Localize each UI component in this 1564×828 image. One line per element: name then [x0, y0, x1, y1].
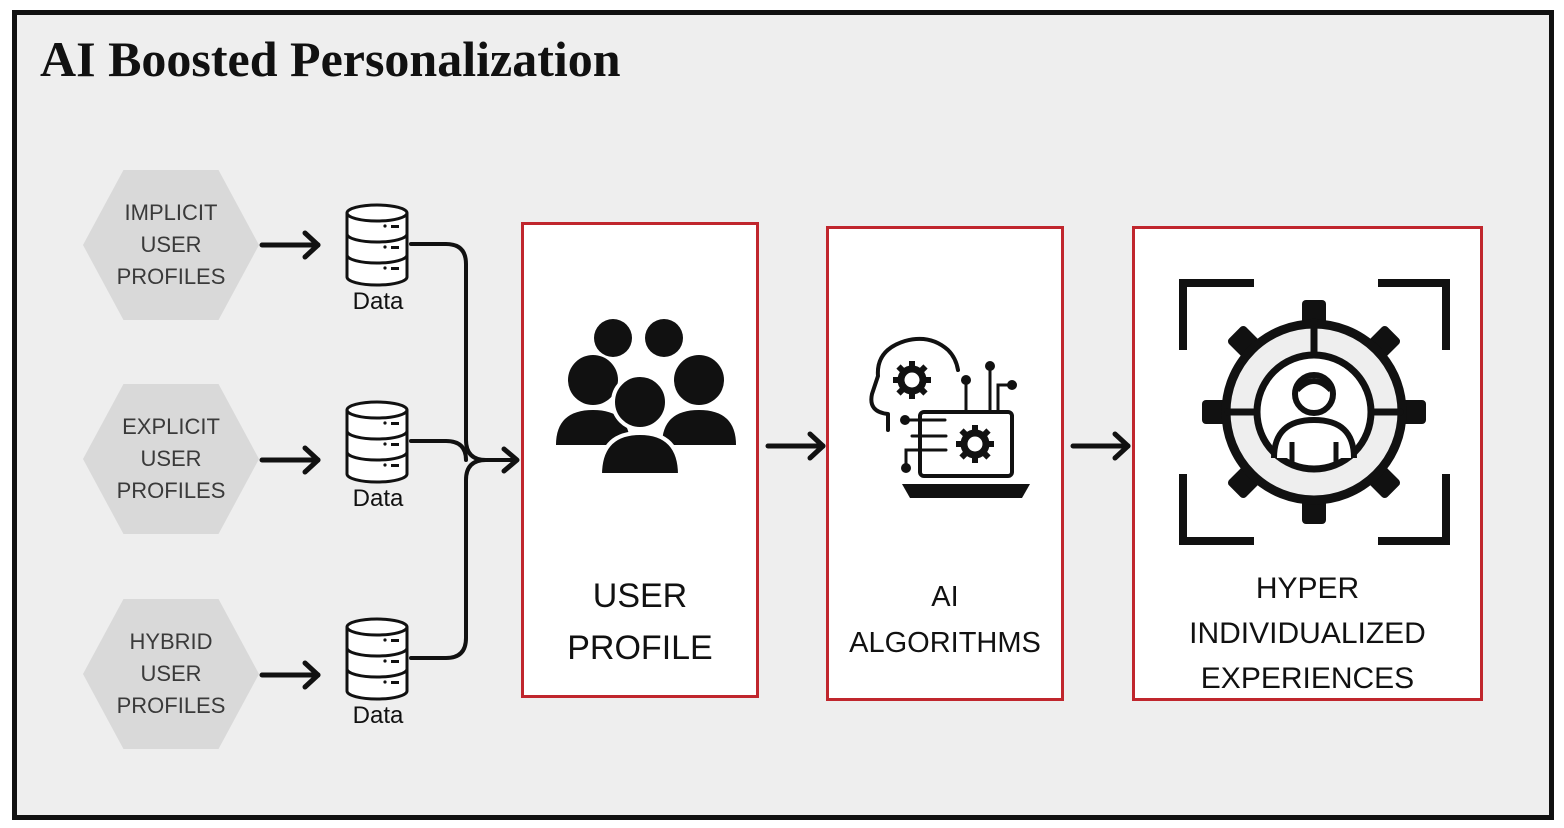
source-hexagon-explicit: EXPLICIT USER PROFILES: [83, 384, 259, 534]
source-label-line: USER: [140, 446, 202, 471]
stage-label-user-profile: USER PROFILE: [524, 570, 756, 674]
source-label-line: PROFILES: [116, 478, 226, 503]
target-person-gear-icon: [1179, 279, 1450, 545]
source-label-line: EXPLICIT: [122, 414, 220, 439]
source-label-line: IMPLICIT: [124, 200, 218, 225]
database-icon: [345, 617, 409, 701]
stage-label-line: PROFILE: [567, 629, 713, 667]
arrow-icon: [765, 431, 826, 461]
arrow-icon: [259, 230, 321, 260]
database-icon: [345, 203, 409, 287]
arrow-icon: [1070, 431, 1131, 461]
stage-label-hyper-individualized: HYPER INDIVIDUALIZED EXPERIENCES: [1135, 566, 1480, 701]
diagram-title: AI Boosted Personalization: [40, 31, 621, 87]
ai-head-laptop-icon: [869, 336, 1030, 498]
people-group-icon: [556, 319, 736, 477]
source-label-line: PROFILES: [116, 693, 226, 718]
source-label-line: PROFILES: [116, 264, 226, 289]
merge-connector: [409, 242, 520, 660]
arrow-icon: [259, 660, 321, 690]
stage-label-line: HYPER: [1255, 572, 1360, 605]
stage-label-line: AI: [931, 581, 959, 613]
source-label-line: HYBRID: [129, 629, 213, 654]
stage-label-line: ALGORITHMS: [849, 627, 1041, 659]
arrow-icon: [259, 445, 321, 475]
stage-label-line: INDIVIDUALIZED: [1189, 617, 1426, 650]
stage-label-ai-algorithms: AI ALGORITHMS: [829, 574, 1061, 666]
source-label-line: USER: [140, 661, 202, 686]
data-label-explicit: Data: [352, 485, 404, 512]
data-label-hybrid: Data: [352, 702, 404, 729]
source-label-line: USER: [140, 232, 202, 257]
data-label-implicit: Data: [352, 288, 404, 315]
database-icon: [345, 400, 409, 484]
stage-label-line: EXPERIENCES: [1200, 662, 1415, 695]
source-hexagon-hybrid: HYBRID USER PROFILES: [83, 599, 259, 749]
source-hexagon-implicit: IMPLICIT USER PROFILES: [83, 170, 259, 320]
stage-label-line: USER: [592, 577, 688, 615]
